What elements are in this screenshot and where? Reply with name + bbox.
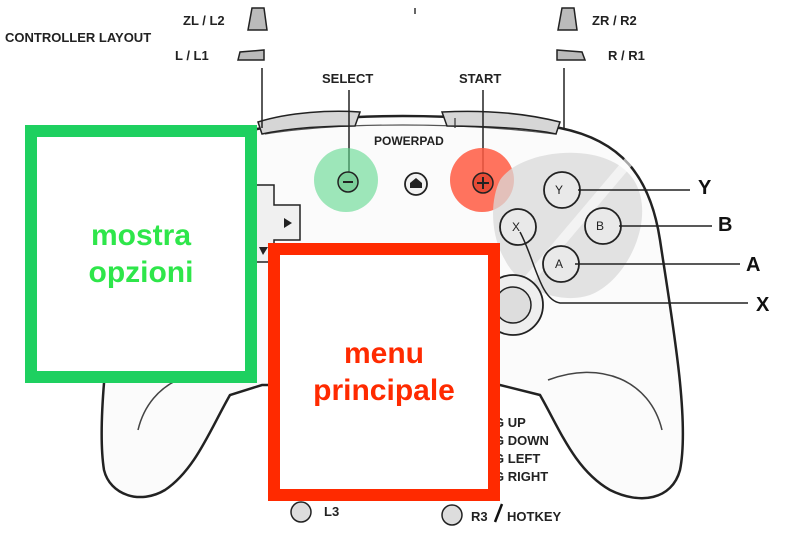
face-diagonal — [516, 156, 634, 294]
left-bumper-icon — [237, 49, 265, 61]
y-button-text: Y — [555, 183, 564, 197]
right-bumper-shape — [440, 110, 561, 135]
l-l1-label: L / L1 — [175, 48, 209, 63]
show-options-overlay[interactable]: mostra opzioni — [25, 125, 257, 383]
right-stick-inner — [494, 286, 532, 324]
a-label: A — [746, 254, 761, 276]
right-trigger-icon — [557, 7, 578, 31]
r3-hotkey-slash — [493, 503, 504, 523]
controller-inner-top — [264, 124, 556, 135]
r-r1-label: R / R1 — [608, 48, 645, 63]
dpad — [255, 184, 301, 263]
a-button-text: A — [555, 257, 564, 271]
controller-layout-title: CONTROLLER LAYOUT — [5, 30, 152, 45]
b-label: B — [718, 214, 733, 236]
dpad-right-arrow — [284, 218, 292, 228]
hotkey-label: HOTKEY — [507, 509, 562, 524]
x-label: X — [756, 294, 770, 316]
y-label: Y — [698, 177, 712, 199]
x-button-text: X — [512, 220, 521, 234]
dpad-down-arrow — [259, 247, 268, 255]
select-label: SELECT — [322, 71, 374, 86]
show-options-text: mostra opzioni — [88, 218, 194, 290]
left-trigger-icon — [247, 7, 268, 31]
left-bumper-shape — [257, 110, 362, 135]
r3-label: R3 — [471, 509, 488, 524]
x-button — [499, 208, 537, 246]
start-label: START — [459, 71, 502, 86]
main-menu-text: menu principale — [313, 336, 455, 408]
main-menu-overlay[interactable]: menu principale — [268, 243, 500, 501]
home-icon — [410, 178, 422, 188]
right-grip-line — [547, 371, 663, 431]
powerpad-label: POWERPAD — [374, 134, 444, 148]
l3-label: L3 — [324, 504, 340, 519]
x-line — [519, 231, 748, 304]
right-bumper-icon — [556, 49, 587, 61]
zr-r2-label: ZR / R2 — [592, 13, 637, 28]
l3-icon — [290, 501, 312, 523]
r3-icon — [441, 504, 463, 526]
zl-l2-label: ZL / L2 — [183, 13, 225, 28]
b-button-text: B — [596, 219, 605, 233]
